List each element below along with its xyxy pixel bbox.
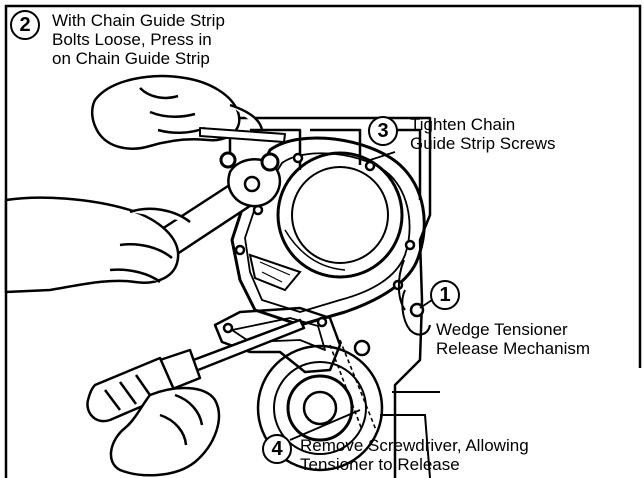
- step-3-number: 3: [368, 116, 398, 146]
- upper-hand: [90, 74, 286, 150]
- tensioner: [329, 339, 377, 431]
- step-3-line-2: Guide Strip Screws: [410, 134, 556, 153]
- block-lower: [380, 391, 440, 478]
- step-2-line-3: on Chain Guide Strip: [52, 49, 210, 68]
- step-4-line-2: Tensioner to Release: [300, 455, 460, 474]
- step-2-line-2: Bolts Loose, Press in: [52, 30, 212, 49]
- step-1-line-1: Wedge Tensioner: [436, 320, 568, 339]
- cover-bolts: [222, 152, 416, 334]
- wedge-tensioner: [397, 259, 431, 336]
- left-hand: [4, 196, 191, 294]
- step-3-text: Tighten Chain Guide Strip Screws: [410, 115, 556, 153]
- step-2-number: 2: [10, 10, 40, 40]
- step-2-text: With Chain Guide Strip Bolts Loose, Pres…: [52, 11, 225, 68]
- step-4-text: Remove Screwdriver, Allowing Tensioner t…: [300, 436, 529, 474]
- step-4-line-1: Remove Screwdriver, Allowing: [300, 436, 529, 455]
- step-1-number: 1: [430, 280, 460, 310]
- step-1-line-2: Release Mechanism: [436, 339, 591, 358]
- lower-hand: [109, 386, 221, 477]
- front-cover: [230, 136, 426, 327]
- pump-housing: [248, 151, 404, 292]
- step-2-line-1: With Chain Guide Strip: [52, 11, 225, 30]
- step-4-number: 4: [262, 434, 292, 464]
- crank-pulley: [256, 344, 384, 472]
- screwdriver: [86, 318, 306, 423]
- step-1-text: Wedge Tensioner Release Mechanism: [436, 320, 590, 358]
- leader-lines: [289, 151, 433, 441]
- step-3-line-1: Tighten Chain: [410, 115, 516, 134]
